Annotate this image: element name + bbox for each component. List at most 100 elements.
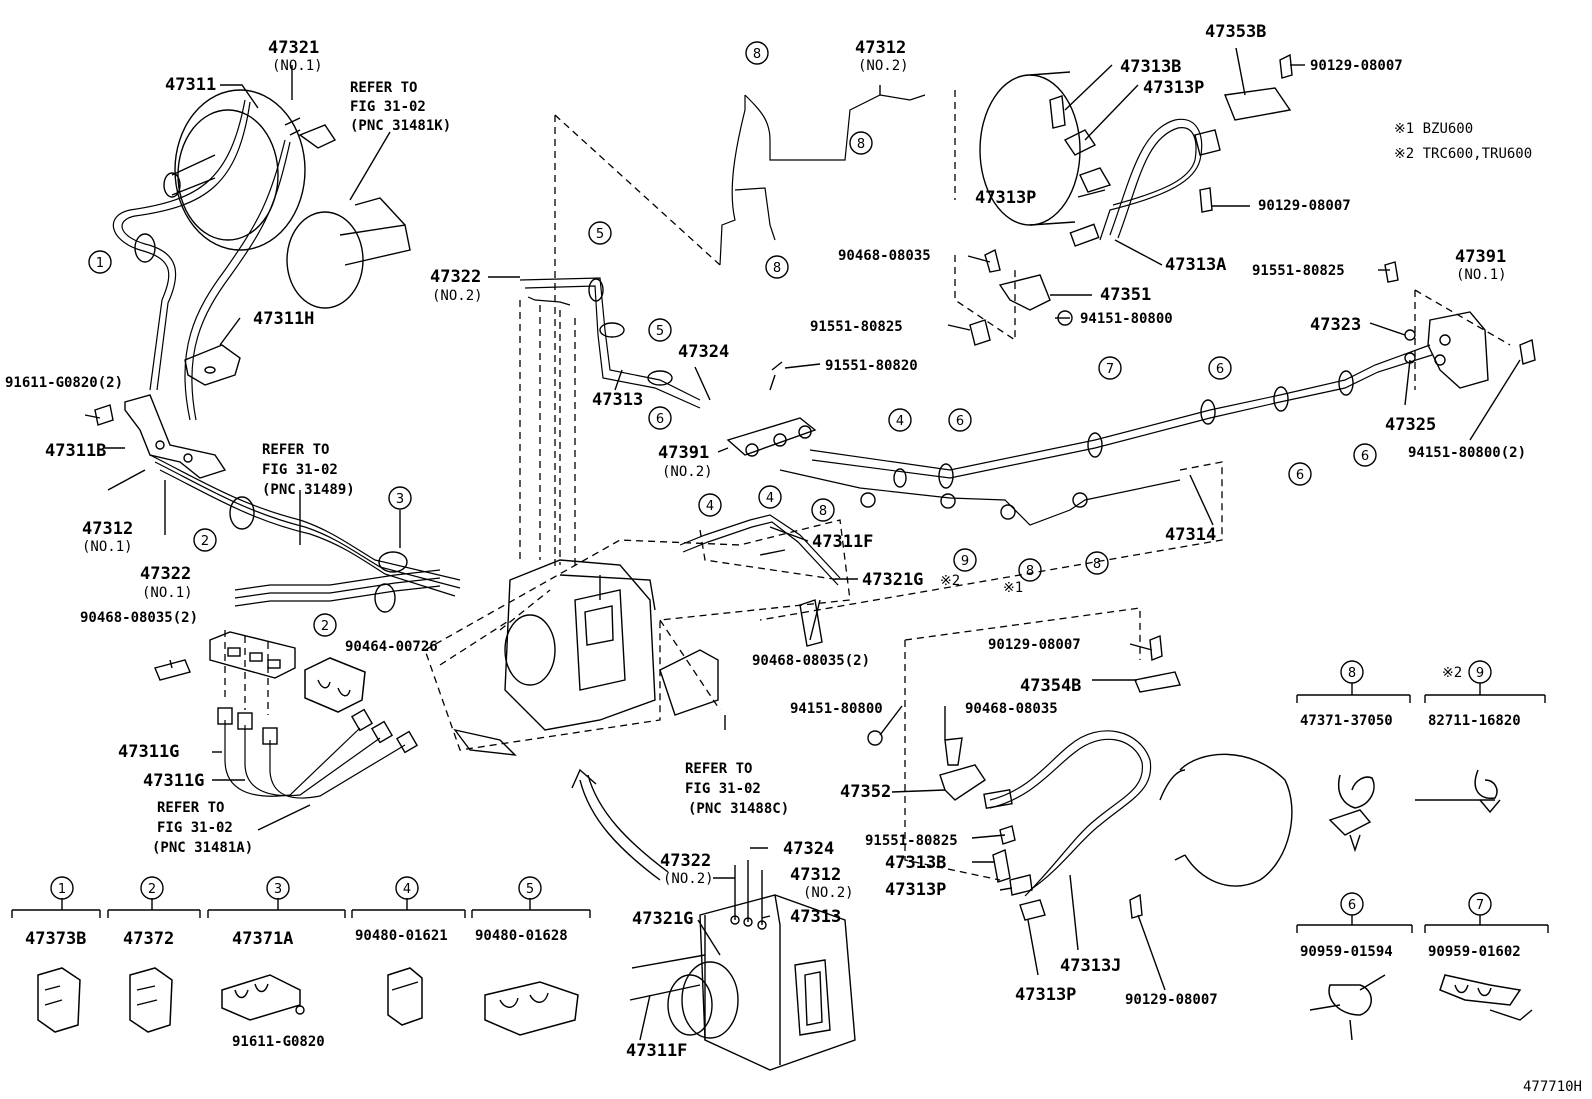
label-91551-80825-a: 91551-80825 bbox=[810, 319, 903, 335]
legend-num-4: 4 bbox=[403, 882, 411, 897]
legend-part-90480-01628: 90480-01628 bbox=[475, 928, 568, 944]
refer-a-line2: FIG 31-02 bbox=[350, 99, 426, 115]
legend-num-3: 3 bbox=[274, 882, 282, 897]
label-47313B-bottom: 47313B bbox=[885, 853, 946, 873]
note-1: ※1 BZU600 bbox=[1394, 121, 1473, 137]
label-47311F-center: 47311F bbox=[626, 1041, 687, 1061]
actuator-detail bbox=[629, 860, 856, 1071]
label-90464: 90464-00726 bbox=[345, 639, 438, 655]
legend-part-90959-01602: 90959-01602 bbox=[1428, 944, 1521, 960]
callout-3: 3 bbox=[396, 492, 404, 507]
callout-4b: 4 bbox=[706, 499, 714, 514]
label-47391-no1: 47391 bbox=[1455, 247, 1506, 267]
clamp-90464 bbox=[304, 657, 366, 713]
refer-a-line1: REFER TO bbox=[350, 80, 417, 96]
legend-row-right bbox=[1296, 683, 1549, 1041]
callout-circles bbox=[50, 41, 1492, 916]
label-47311G-1: 47311G bbox=[118, 742, 179, 762]
legend-num-2: 2 bbox=[148, 882, 156, 897]
label-91551-80820: 91551-80820 bbox=[825, 358, 918, 374]
label-47322-center: 47322 bbox=[660, 851, 711, 871]
refer-b-line1: REFER TO bbox=[262, 442, 329, 458]
label-47321-sub: (NO.1) bbox=[272, 58, 323, 74]
label-90129-b: 90129-08007 bbox=[1258, 198, 1351, 214]
label-47322-no2: 47322 bbox=[430, 267, 481, 287]
callout-7: 7 bbox=[1106, 362, 1114, 377]
callout-2b: 2 bbox=[321, 619, 329, 634]
label-47353B: 47353B bbox=[1205, 22, 1266, 42]
label-47312-center: 47312 bbox=[790, 865, 841, 885]
callout-1: 1 bbox=[96, 256, 104, 271]
label-94151-a: 94151-80800 bbox=[1080, 311, 1173, 327]
part-labels: 47321 (NO.1) 47311 REFER TO FIG 31-02 (P… bbox=[5, 22, 1532, 1061]
label-47312-no2: 47312 bbox=[855, 38, 906, 58]
legend-part-47371A: 47371A bbox=[232, 929, 293, 949]
label-90468-2b: 90468-08035(2) bbox=[752, 653, 870, 669]
label-91611-G0820-2: 91611-G0820(2) bbox=[5, 375, 123, 391]
legend-part-90959-01594: 90959-01594 bbox=[1300, 944, 1393, 960]
figure-id: 477710H bbox=[1523, 1079, 1582, 1095]
label-47313B-top: 47313B bbox=[1120, 57, 1181, 77]
callout-8a: 8 bbox=[753, 47, 761, 62]
label-47314: 47314 bbox=[1165, 525, 1216, 545]
legend-part-90480-01621: 90480-01621 bbox=[355, 928, 448, 944]
legend-num-1: 1 bbox=[58, 882, 66, 897]
callout-8f: 8 bbox=[1093, 557, 1101, 572]
legend-num-9: 9 bbox=[1476, 666, 1484, 681]
label-47313J: 47313J bbox=[1060, 956, 1121, 976]
label-47312-no1: 47312 bbox=[82, 519, 133, 539]
clip-90468-left bbox=[154, 659, 191, 681]
label-90129-a: 90129-08007 bbox=[1310, 58, 1403, 74]
label-47312-no1-sub: (NO.1) bbox=[82, 539, 133, 555]
callout-6b: 6 bbox=[956, 414, 964, 429]
label-90129-c: 90129-08007 bbox=[988, 637, 1081, 653]
label-47323: 47323 bbox=[1310, 315, 1361, 335]
refer-b-line3: (PNC 31489) bbox=[262, 482, 355, 498]
legend-part-47371-37050: 47371-37050 bbox=[1300, 713, 1393, 729]
callout-6c: 6 bbox=[1216, 362, 1224, 377]
lines-47312-47322 bbox=[519, 94, 926, 409]
callout-8e: 8 bbox=[1026, 564, 1034, 579]
label-47322-no1-sub: (NO.1) bbox=[142, 585, 193, 601]
callout-6d: 6 bbox=[1296, 468, 1304, 483]
callout-2a: 2 bbox=[201, 534, 209, 549]
label-90468-c: 90468-08035 bbox=[965, 701, 1058, 717]
note-2: ※2 TRC600,TRU600 bbox=[1394, 146, 1532, 162]
label-47311H: 47311H bbox=[253, 309, 314, 329]
label-94151-b: 94151-80800 bbox=[790, 701, 883, 717]
label-47321G: 47321G bbox=[862, 570, 923, 590]
callout-8c: 8 bbox=[773, 261, 781, 276]
label-47313P-top1: 47313P bbox=[1143, 78, 1204, 98]
legend-num-6: 6 bbox=[1348, 898, 1356, 913]
label-47311F: 47311F bbox=[812, 532, 873, 552]
refer-a-line3: (PNC 31481K) bbox=[350, 118, 451, 134]
bracket-47311B bbox=[94, 394, 227, 479]
label-47325: 47325 bbox=[1385, 415, 1436, 435]
label-47313P-bottom2: 47313P bbox=[1015, 985, 1076, 1005]
grommet-47311H bbox=[184, 344, 241, 386]
legend-num-8: 8 bbox=[1348, 666, 1356, 681]
refer-b-line2: FIG 31-02 bbox=[262, 462, 338, 478]
label-47313-center: 47313 bbox=[790, 907, 841, 927]
callout-6a: 6 bbox=[656, 412, 664, 427]
label-47352: 47352 bbox=[840, 782, 891, 802]
label-91551-80825-b: 91551-80825 bbox=[865, 833, 958, 849]
refer-d-line1: REFER TO bbox=[685, 761, 752, 777]
label-47312-center-sub: (NO.2) bbox=[803, 885, 854, 901]
line-47311F bbox=[679, 514, 841, 586]
legend-part-82711-16820: 82711-16820 bbox=[1428, 713, 1521, 729]
label-47311B: 47311B bbox=[45, 441, 106, 461]
callout-5b: 5 bbox=[656, 324, 664, 339]
legend-extra-91611-G0820: 91611-G0820 bbox=[232, 1034, 325, 1050]
callout-8d: 8 bbox=[819, 504, 827, 519]
label-47324-center: 47324 bbox=[783, 839, 834, 859]
refer-c-line3: (PNC 31481A) bbox=[152, 840, 253, 856]
label-47312-no2-sub: (NO.2) bbox=[858, 58, 909, 74]
callout-4c: 4 bbox=[766, 491, 774, 506]
mount-plate bbox=[209, 630, 296, 715]
legend-labels: 1 2 3 4 5 8 9 ※2 6 7 47373B 47372 47371A… bbox=[25, 665, 1521, 1050]
callout-9: 9 bbox=[961, 554, 969, 569]
refer-d-line2: FIG 31-02 bbox=[685, 781, 761, 797]
label-47321G-mark: ※2 bbox=[940, 573, 960, 589]
